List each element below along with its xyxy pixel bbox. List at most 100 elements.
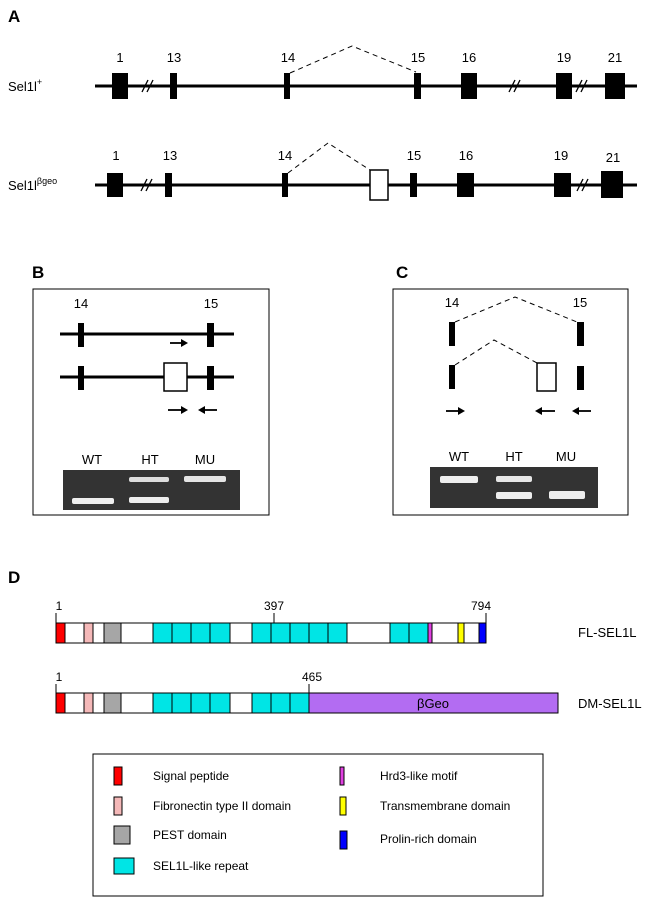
pest-domain (103, 692, 122, 714)
sel1l-repeat (251, 692, 272, 714)
exon-1 (112, 73, 128, 99)
legend-swatch (339, 830, 348, 850)
mutant-splice-line (287, 142, 371, 174)
exon-label: 15 (204, 296, 218, 311)
residue-label: 794 (471, 599, 491, 613)
primer-arrow-right (168, 406, 188, 414)
mutant-exons (107, 171, 623, 198)
legend-swatch (113, 857, 135, 875)
sel1l-repeat (389, 622, 410, 644)
exon-14 (78, 323, 84, 347)
exon-21 (605, 73, 625, 99)
legend-swatch (339, 796, 347, 816)
panel-b: B 14 15 WT HT MU (32, 263, 270, 516)
exon-14 (78, 366, 84, 390)
sel1l-repeat (408, 622, 429, 644)
exon-label: 15 (407, 148, 421, 163)
beta-geo-label: βGeo (417, 696, 449, 711)
exon-15 (410, 173, 417, 197)
gel-band (72, 498, 114, 504)
gene-trap-cassette (163, 362, 188, 392)
primer-arrow-left (572, 407, 591, 415)
panel-a: A Sel1l+ 1 13 (8, 7, 637, 201)
wt-exon-labels: 1 13 14 15 16 19 21 (116, 50, 622, 65)
legend-swatch (113, 766, 123, 786)
exon-label: 19 (554, 148, 568, 163)
legend-label: Transmembrane domain (380, 799, 510, 813)
exon-label: 14 (281, 50, 295, 65)
legend-label: SEL1L-like repeat (153, 859, 249, 873)
exon-19 (556, 73, 572, 99)
mutant-splice-line (454, 339, 538, 366)
residue-label: 1 (56, 599, 63, 613)
legend-label: Hrd3-like motif (380, 769, 458, 783)
primer-arrow-right (446, 407, 465, 415)
gel-band (129, 497, 169, 503)
fibronectin-domain (83, 622, 94, 644)
exon-15 (577, 322, 584, 346)
exon-14 (449, 322, 455, 346)
gel-band (440, 476, 478, 483)
exon-label: 16 (462, 50, 476, 65)
exon-13 (165, 173, 172, 197)
sel1l-repeat (308, 622, 329, 644)
sel1l-repeat (209, 622, 231, 644)
sel1l-repeat (190, 622, 211, 644)
exon-label: 15 (411, 50, 425, 65)
exon-label: 14 (445, 295, 459, 310)
exon-13 (170, 73, 177, 99)
exon-label: 15 (573, 295, 587, 310)
primer-arrow-right (170, 339, 188, 347)
dm-domains (55, 692, 559, 714)
residue-label: 1 (56, 670, 63, 684)
exon-label: 13 (167, 50, 181, 65)
exon-label: 14 (278, 148, 292, 163)
legend-frame (92, 753, 544, 897)
exon-label: 14 (74, 296, 88, 311)
exon-label: 1 (116, 50, 123, 65)
exon-15 (207, 323, 214, 347)
gel-band (496, 476, 532, 482)
wt-allele-label: Sel1l+ (8, 77, 42, 94)
gel-lane-label: MU (556, 449, 576, 464)
mutant-axis-breaks (140, 178, 589, 192)
signal-peptide (55, 692, 66, 714)
gene-trap-cassette (369, 169, 389, 201)
fl-domains (55, 622, 487, 644)
sel1l-repeat (209, 692, 231, 714)
exon-label: 16 (459, 148, 473, 163)
gel-band (129, 477, 169, 482)
signal-peptide (55, 622, 66, 644)
exon-16 (457, 173, 474, 197)
exon-label: 21 (606, 150, 620, 165)
exon-label: 13 (163, 148, 177, 163)
exon-14 (449, 365, 455, 389)
sel1l-repeat (171, 692, 192, 714)
gel-band (496, 492, 532, 499)
legend-label: Prolin-rich domain (380, 832, 477, 846)
beta-geo-fusion (308, 692, 559, 714)
wt-splice-line (289, 45, 417, 74)
residue-label: 397 (264, 599, 284, 613)
exon-1 (107, 173, 123, 197)
wt-axis-breaks (141, 79, 588, 93)
legend-label: Signal peptide (153, 769, 229, 783)
dm-sel1l-protein: 1 465 βGeo DM-SEL1L (55, 670, 642, 714)
legend-swatch (113, 825, 131, 845)
exon-19 (554, 173, 571, 197)
legend-label: PEST domain (153, 828, 227, 842)
exon-16 (461, 73, 477, 99)
mutant-allele: Sel1lβgeo 1 13 14 15 16 (8, 142, 637, 201)
protein-name: FL-SEL1L (578, 625, 637, 640)
panel-c: C 14 15 WT HT MU (392, 263, 629, 516)
exon-15 (414, 73, 421, 99)
exon-15 (207, 366, 214, 390)
exon-label: 21 (608, 50, 622, 65)
mutant-exon-labels: 1 13 14 15 16 19 21 (112, 148, 620, 165)
sel1l-repeat (289, 692, 310, 714)
exon-21 (601, 171, 623, 198)
exon-label: 1 (112, 148, 119, 163)
sel1l-repeat (270, 692, 291, 714)
sel1l-repeat (171, 622, 192, 644)
